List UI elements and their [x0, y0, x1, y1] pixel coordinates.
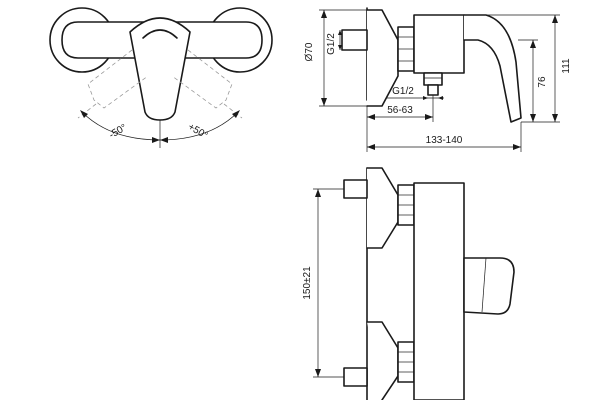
lever-highlight — [142, 29, 178, 39]
arrow — [530, 40, 536, 48]
arrow — [321, 98, 327, 106]
arrow — [513, 144, 521, 150]
label-total-height: 111 — [561, 58, 572, 74]
side-view: Ø70 G1/2 G1/2 56-63 133-140 76 — [304, 7, 572, 152]
lever-front-edge — [481, 257, 487, 313]
inlet-connector-side — [341, 29, 368, 51]
arrow — [152, 137, 160, 143]
arrow — [315, 189, 321, 197]
arrow — [338, 45, 342, 50]
arrow — [552, 15, 558, 23]
label-inlet-spacing: 150±21 — [302, 266, 313, 300]
rotation-arc-left — [81, 111, 161, 141]
label-rotation-minus: -50° — [107, 122, 128, 141]
label-outlet-offset: 56-63 — [387, 105, 413, 116]
lever-top — [129, 17, 191, 121]
top-view: -50° +50° — [49, 7, 273, 148]
arrow — [425, 114, 433, 120]
lower-inlet-connector — [343, 367, 368, 387]
label-outlet-thread: G1/2 — [392, 86, 414, 97]
arrow — [315, 369, 321, 377]
lever-ghost-right — [171, 49, 233, 109]
body-front — [413, 182, 465, 400]
arrow — [367, 114, 375, 120]
arrow — [530, 114, 536, 122]
arrow — [423, 96, 428, 100]
arrow — [80, 110, 88, 118]
arrow — [232, 110, 240, 118]
rotation-extension-left — [77, 103, 97, 119]
lever-ghost-left — [87, 49, 149, 109]
upper-flange — [366, 167, 399, 249]
arrow — [160, 137, 168, 143]
outlet-nut — [423, 72, 443, 86]
arrow — [552, 114, 558, 122]
body-side — [413, 14, 465, 74]
label-flange-diameter: Ø70 — [304, 42, 315, 61]
arrow — [367, 144, 375, 150]
label-inlet-thread: G1/2 — [326, 33, 337, 55]
arrow — [321, 10, 327, 18]
outlet-pipe — [427, 84, 439, 96]
lever-front — [463, 257, 515, 315]
label-rotation-plus: +50° — [186, 122, 210, 142]
rotation-extension-right — [223, 103, 243, 119]
front-view: 150±21 — [302, 167, 515, 400]
arrow — [438, 96, 443, 100]
arrow — [338, 30, 342, 35]
rotation-arc-right — [159, 111, 239, 141]
upper-inlet-connector — [343, 179, 368, 199]
lever-side — [463, 14, 522, 123]
label-total-depth: 133-140 — [426, 135, 463, 146]
lower-flange — [366, 321, 399, 400]
label-lever-height: 76 — [537, 76, 548, 88]
